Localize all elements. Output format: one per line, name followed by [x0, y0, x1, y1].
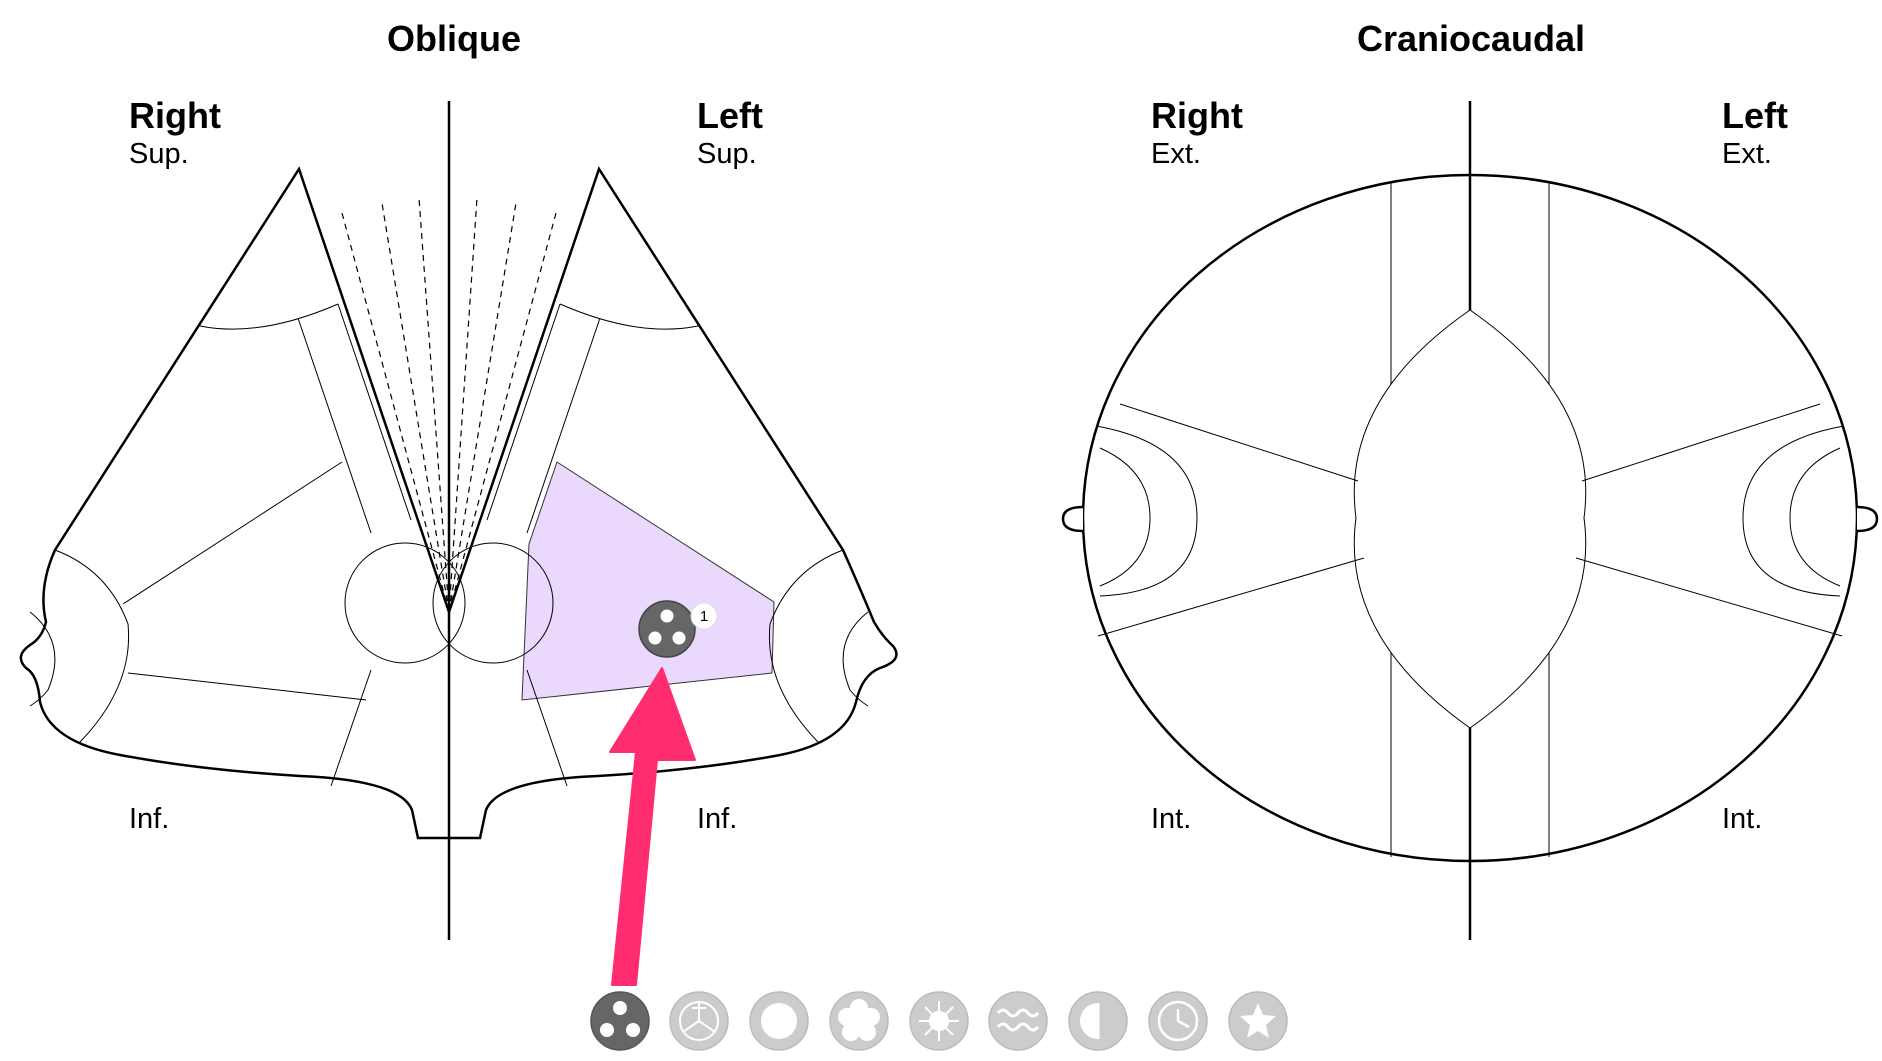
ring-icon	[761, 1003, 797, 1039]
highlighted-quadrant[interactable]	[521, 461, 775, 701]
starburst-icon	[919, 1001, 959, 1041]
cc-left-ext-label: Ext.	[1722, 138, 1772, 170]
cc-left-label: Left	[1722, 95, 1788, 136]
oblique-view	[19, 101, 898, 940]
flower-icon	[838, 999, 880, 1041]
oblique-left-breast-outline	[447, 166, 898, 840]
finding-toolbar	[590, 991, 1288, 1051]
half-circle-icon	[1080, 1003, 1116, 1039]
cc-right-int-label: Int.	[1151, 803, 1192, 835]
spiculated-icon	[679, 1001, 719, 1041]
clock-icon	[1157, 1000, 1199, 1042]
pointer-arrow	[609, 667, 696, 986]
waves-icon	[996, 1008, 1040, 1032]
three-dots-icon	[600, 1001, 640, 1037]
tool-starburst-button[interactable]	[909, 991, 969, 1051]
oblique-right-sup-label: Sup.	[129, 138, 189, 170]
oblique-title: Oblique	[387, 18, 521, 59]
cc-left-int-label: Int.	[1722, 803, 1763, 835]
tool-clock-button[interactable]	[1148, 991, 1208, 1051]
tool-three-dots-button[interactable]	[590, 991, 650, 1051]
tool-waves-button[interactable]	[988, 991, 1048, 1051]
pectoral-fan-lines	[341, 197, 557, 613]
oblique-left-inf-label: Inf.	[697, 803, 738, 835]
oblique-right-inf-label: Inf.	[129, 803, 170, 835]
oblique-left-zones	[432, 303, 869, 787]
tool-flower-button[interactable]	[829, 991, 889, 1051]
tool-spiculated-button[interactable]	[669, 991, 729, 1051]
tool-star-button[interactable]	[1228, 991, 1288, 1051]
cc-right-nipple	[1061, 505, 1084, 533]
finding-count-text: 1	[700, 608, 708, 625]
oblique-right-label: Right	[129, 95, 221, 136]
star-icon	[1240, 1003, 1276, 1038]
craniocaudal-title: Craniocaudal	[1357, 18, 1586, 59]
tool-half-circle-button[interactable]	[1068, 991, 1128, 1051]
placed-finding-marker[interactable]	[638, 600, 696, 658]
cc-right-ext-label: Ext.	[1151, 138, 1201, 170]
oblique-right-zones	[29, 303, 466, 787]
cc-right-label: Right	[1151, 95, 1243, 136]
oblique-left-sup-label: Sup.	[697, 138, 757, 170]
craniocaudal-view	[1061, 101, 1879, 940]
cc-zones	[1095, 183, 1845, 857]
finding-count-badge	[690, 602, 718, 630]
oblique-right-breast-outline	[19, 166, 451, 840]
oblique-left-label: Left	[697, 95, 763, 136]
tool-ring-button[interactable]	[749, 991, 809, 1051]
cc-left-nipple	[1856, 505, 1879, 533]
